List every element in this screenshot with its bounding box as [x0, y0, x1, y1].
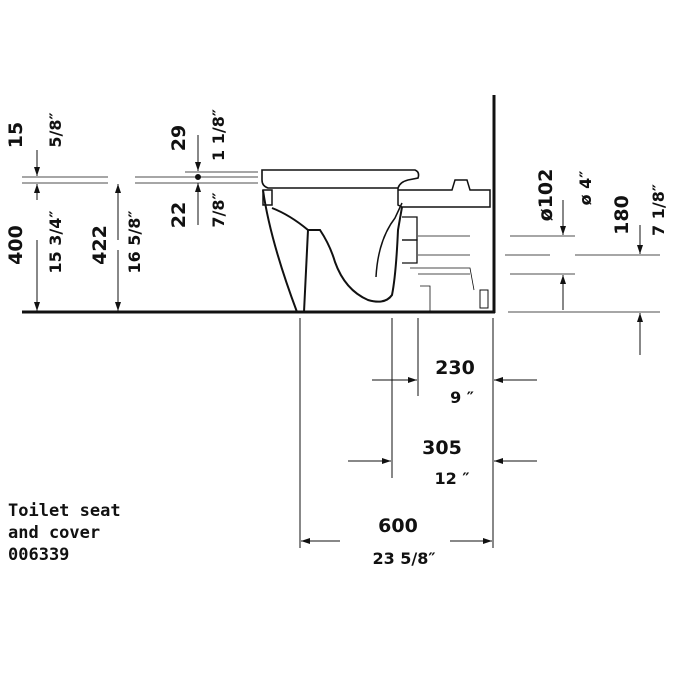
dim-29-mm: 29 [168, 125, 190, 151]
dim-22-mm: 22 [168, 202, 190, 228]
dim-600-mm: 600 [378, 515, 418, 537]
dim-23-5-8-in: 23 5/8″ [372, 549, 435, 568]
dim-400-mm: 400 [5, 225, 27, 265]
dim-1-1-8-in: 1 1/8″ [209, 109, 228, 161]
dim-5-8-in: 5/8″ [46, 112, 65, 147]
dim-15-3-4-in: 15 3/4″ [46, 210, 65, 273]
dim-7-8-in: 7/8″ [209, 192, 228, 227]
toilet-outline [261, 169, 491, 313]
dim-102-mm: ø102 [535, 169, 557, 222]
note-line-2: and cover [8, 523, 101, 543]
dim-16-5-8-in: 16 5/8″ [125, 210, 144, 273]
dim-230-mm: 230 [435, 357, 475, 379]
dim-12-in: 12 ″ [435, 469, 470, 488]
horizontal-dimension-lines [299, 318, 537, 548]
dim-305-mm: 305 [422, 437, 462, 459]
vertical-dimension-arrows [34, 135, 643, 355]
dim-7-1-8-in: 7 1/8″ [649, 184, 668, 236]
product-note: Toilet seat and cover 006339 [8, 500, 121, 566]
dim-4-in: ø 4″ [576, 171, 595, 206]
note-line-3: 006339 [8, 545, 70, 565]
dim-422-mm: 422 [89, 225, 111, 265]
dim-15-mm: 15 [5, 122, 27, 148]
note-line-1: Toilet seat [8, 501, 121, 521]
dim-180-mm: 180 [611, 195, 633, 235]
dim-9-in: 9 ″ [450, 388, 474, 407]
